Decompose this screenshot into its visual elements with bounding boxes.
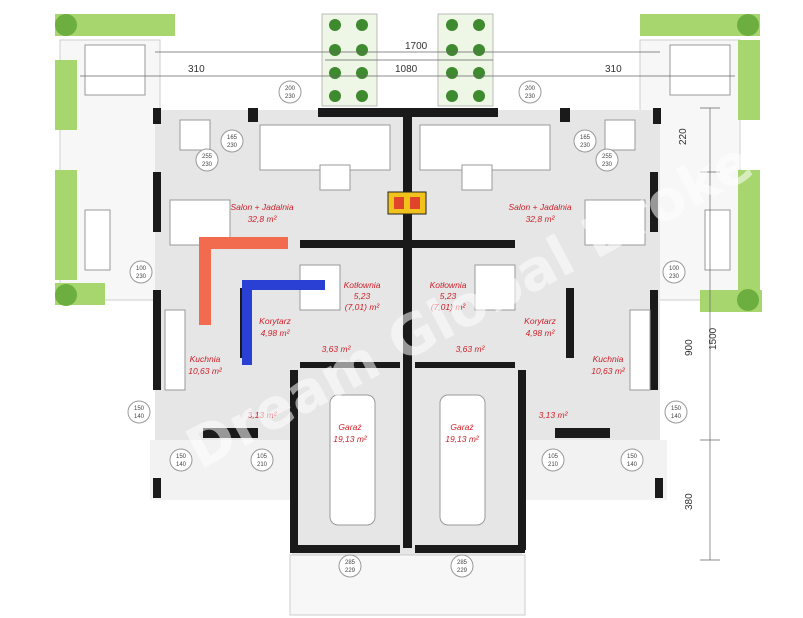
hedge-right-1 [738,40,760,120]
opening-b: 140 [176,462,187,468]
room-sub-boiler-left: (7,01) m² [345,302,381,312]
dim-right-mid: 900 [684,339,695,356]
dim-right-top: 220 [678,128,689,145]
room-name-salon-right: Salon + Jadalnia [508,202,571,212]
dim-right-bottom: 380 [684,493,695,510]
opening-a: 285 [345,560,356,566]
opening-a: 255 [602,154,613,160]
opening-a: 200 [525,86,536,92]
room-area-corridor-right: 4,98 m² [526,328,556,338]
opening-b: 229 [457,568,468,574]
hedge-top-left [55,14,175,36]
room-sub-boiler-right: (7,01) m² [431,302,467,312]
opening-a: 150 [134,406,145,412]
opening-a: 100 [669,266,680,272]
room-area-boiler-left: 5,23 [354,291,371,301]
room-area-kitchen-right: 10,63 m² [591,366,626,376]
room-area-hall-left: 3,13 m² [248,410,278,420]
opening-a: 285 [457,560,468,566]
room-area-hall-right: 3,13 m² [539,410,569,420]
tree-icon [55,14,77,36]
opening-a: 255 [202,154,213,160]
hedge-top-right [640,14,760,36]
tree-icon [737,289,759,311]
room-area-bath-right: 3,63 m² [456,344,486,354]
fireplace-icon [387,191,427,215]
opening-b: 229 [345,568,356,574]
opening-tags: 200 230 200 230 165 230 165 230 255 230 … [127,80,688,578]
room-name-kitchen-left: Kuchnia [190,354,221,364]
dim-left-wing: 310 [188,64,205,75]
room-area-salon-left: 32,8 m² [248,214,278,224]
opening-a: 150 [627,454,638,460]
room-name-kitchen-right: Kuchnia [593,354,624,364]
room-area-kitchen-left: 10,63 m² [188,366,223,376]
opening-b: 230 [580,143,591,149]
opening-b: 230 [525,94,536,100]
room-area-garage-left: 19,13 m² [333,434,368,444]
blue-marker [242,280,325,365]
room-area-corridor-left: 4,98 m² [261,328,291,338]
room-area-garage-right: 19,13 m² [445,434,480,444]
opening-b: 230 [602,162,613,168]
room-name-boiler-right: Kotłownia [430,280,467,290]
room-area-salon-right: 32,8 m² [526,214,556,224]
opening-b: 140 [134,414,145,420]
opening-a: 165 [227,135,238,141]
opening-b: 230 [227,143,238,149]
tree-icon [737,14,759,36]
opening-b: 230 [136,274,147,280]
dim-total-width: 1700 [405,41,428,52]
opening-a: 200 [285,86,296,92]
room-name-corridor-left: Korytarz [259,316,291,326]
room-area-bath-left: 3,63 m² [322,344,352,354]
orange-marker [199,237,288,325]
opening-b: 230 [202,162,213,168]
opening-b: 230 [669,274,680,280]
driveway [289,554,526,616]
opening-a: 100 [136,266,147,272]
porch-right [522,440,667,500]
porch-left [150,440,295,500]
dim-center-width: 1080 [395,64,418,75]
opening-a: 150 [176,454,187,460]
room-area-boiler-right: 5,23 [440,291,457,301]
hedge-left-2 [55,170,77,280]
dim-right-total: 1500 [708,327,719,350]
opening-b: 140 [627,462,638,468]
dim-right-wing: 310 [605,64,622,75]
opening-a: 150 [671,406,682,412]
opening-b: 210 [257,462,268,468]
room-name-garage-left: Garaż [338,422,362,432]
opening-a: 105 [548,454,559,460]
opening-a: 165 [580,135,591,141]
room-name-salon-left: Salon + Jadalnia [230,202,293,212]
opening-b: 230 [285,94,296,100]
room-name-garage-right: Garaż [450,422,474,432]
opening-a: 105 [257,454,268,460]
room-name-corridor-right: Korytarz [524,316,556,326]
tree-icon [55,284,77,306]
hedge-left-1 [55,60,77,130]
opening-b: 140 [671,414,682,420]
hedge-right-2 [738,170,760,300]
room-name-boiler-left: Kotłownia [344,280,381,290]
opening-b: 210 [548,462,559,468]
